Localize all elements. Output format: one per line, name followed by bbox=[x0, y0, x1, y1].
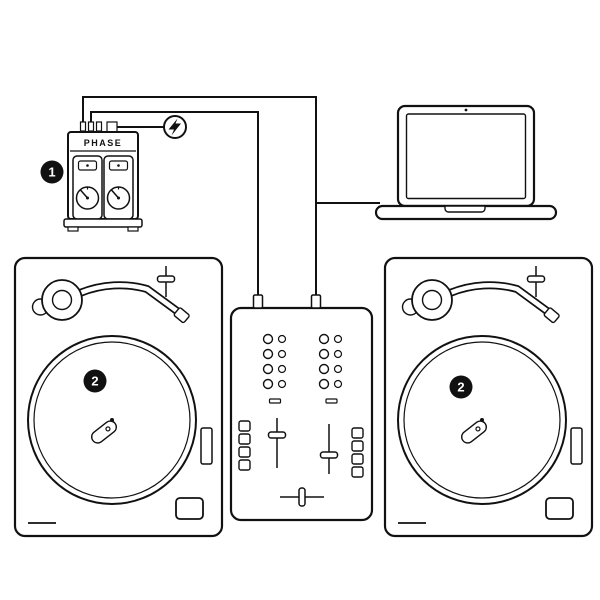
channel-fader-left bbox=[267, 418, 287, 468]
remote-b-window bbox=[108, 160, 129, 171]
mixer-buttons-right bbox=[351, 427, 364, 478]
lightning-bolt-icon bbox=[168, 118, 181, 136]
crossfader bbox=[280, 487, 324, 507]
channel-fader-right bbox=[319, 424, 339, 474]
connection-cables bbox=[82, 96, 380, 296]
phase-receiver: PHASE bbox=[63, 121, 143, 232]
mixer-knobs bbox=[262, 333, 343, 390]
cable-receiver-to-mixer-right bbox=[82, 96, 317, 296]
step-badge-2-right-number: 2 bbox=[457, 380, 464, 395]
step-badge-1: 1 bbox=[40, 160, 64, 184]
laptop bbox=[374, 104, 558, 221]
mixer-buttons-left bbox=[238, 420, 251, 471]
mixer-input-jack-left bbox=[252, 294, 264, 309]
remote-a-window bbox=[77, 160, 98, 171]
receiver-brand-label: PHASE bbox=[84, 138, 123, 148]
cable-receiver-to-mixer-left bbox=[90, 111, 259, 296]
laptop-lid bbox=[396, 104, 536, 208]
receiver-output-jacks bbox=[79, 121, 118, 133]
cue-pad-right bbox=[325, 398, 338, 404]
turntable-left bbox=[15, 258, 222, 536]
laptop-notch bbox=[444, 205, 486, 213]
remote-b-gauge bbox=[106, 186, 131, 210]
remote-a-gauge bbox=[75, 186, 100, 210]
laptop-screen bbox=[405, 113, 527, 200]
receiver-base bbox=[63, 218, 143, 228]
step-badge-2-left: 2 bbox=[83, 369, 107, 393]
webcam-icon bbox=[464, 108, 468, 112]
turntable-right bbox=[385, 258, 592, 536]
dj-mixer bbox=[229, 294, 374, 522]
mixer-input-jack-right bbox=[310, 294, 322, 309]
cue-pad-left bbox=[268, 398, 282, 404]
remote-unit-b bbox=[103, 155, 134, 220]
power-icon bbox=[163, 115, 187, 139]
step-badge-2-left-number: 2 bbox=[91, 374, 98, 389]
remote-unit-a bbox=[72, 155, 103, 220]
step-badge-2-right: 2 bbox=[449, 375, 473, 399]
step-badge-1-number: 1 bbox=[48, 165, 55, 180]
mixer-body bbox=[229, 306, 374, 522]
receiver-power-jack bbox=[106, 121, 118, 133]
